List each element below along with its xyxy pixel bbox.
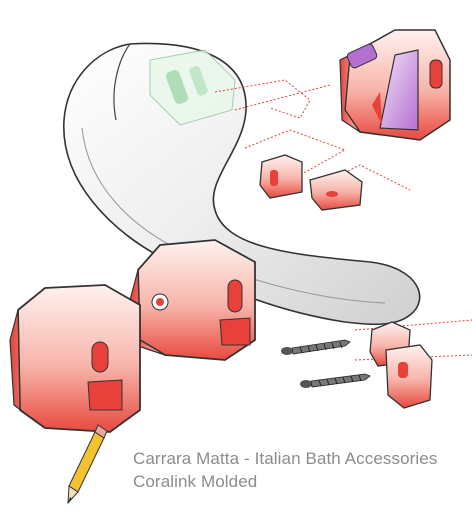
small-clip-right — [370, 322, 432, 408]
screw-lower — [300, 374, 370, 388]
small-clip-pair — [260, 155, 362, 210]
wall-clip-front — [10, 285, 140, 432]
screw-upper — [281, 340, 350, 355]
wall-clip-large — [340, 30, 450, 140]
pencil-icon — [68, 425, 107, 503]
wall-clip-middle — [130, 240, 255, 360]
